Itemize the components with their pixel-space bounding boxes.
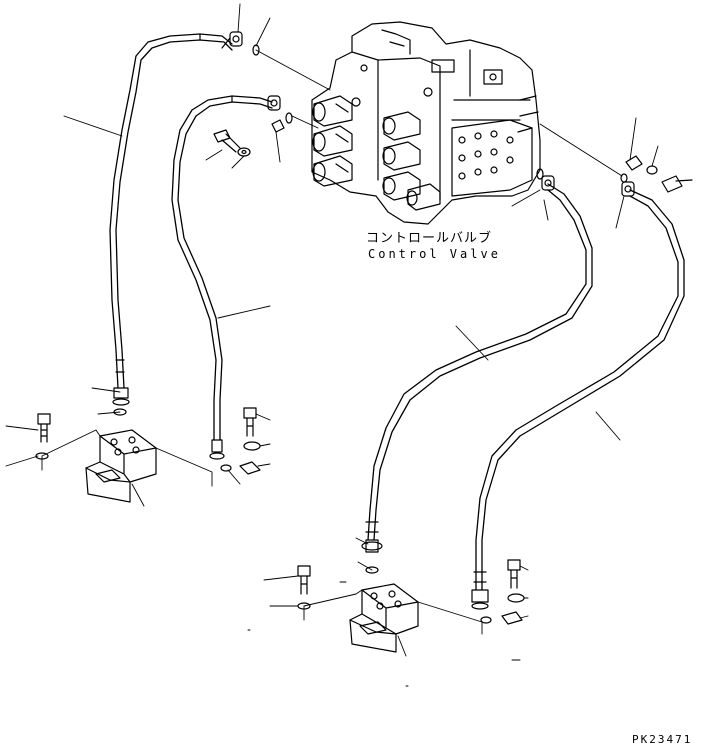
mounting-block-2 [349,583,419,653]
hose-3 [361,175,593,553]
component-label-jp: コントロールバルブ [366,231,493,246]
drawing-code: PK23471 [632,733,693,746]
control-valve [311,21,541,225]
hose-2 [171,95,281,460]
component-label-en: Control Valve [368,247,501,261]
mounting-block-1 [85,429,157,503]
hose-4 [471,181,685,610]
fasteners [35,44,693,625]
hose-1 [109,31,243,406]
leader-lines [5,3,659,687]
